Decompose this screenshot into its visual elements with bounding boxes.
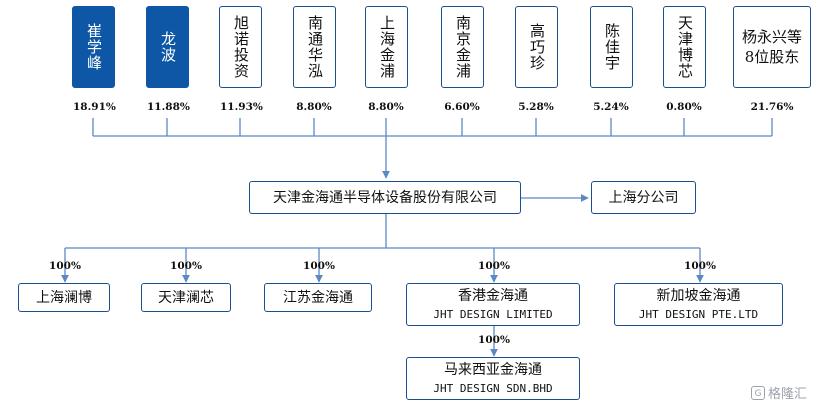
branch-box: 上海分公司 — [591, 181, 696, 214]
watermark-text: 格隆汇 — [768, 387, 808, 402]
ownership-percent: 8.80% — [368, 101, 404, 113]
shareholder-box: 上海金浦 — [365, 6, 408, 88]
ownership-percent: 5.28% — [518, 101, 554, 113]
ownership-percent: 11.88% — [147, 101, 190, 113]
shareholder-box: 南通华泓 — [293, 6, 336, 88]
shareholder-name: 天津博芯 — [676, 15, 694, 79]
shareholder-box: 崔学峰 — [72, 6, 115, 88]
ownership-percent: 21.76% — [750, 101, 794, 113]
shareholder-name: 崔学峰 — [85, 23, 103, 71]
watermark: G 格隆汇 — [751, 383, 807, 402]
subsidiary-box: 江苏金海通 — [264, 283, 372, 312]
subsidiary-name-en: JHT DESIGN LIMITED — [433, 308, 553, 321]
subsidiary-percent: 100% — [170, 260, 202, 272]
subsidiary-name: 新加坡金海通 — [656, 288, 741, 304]
subsidiary-percent: 100% — [478, 260, 510, 272]
shareholder-box: 高巧珍 — [515, 6, 558, 88]
subsidiary-box: 天津澜芯 — [141, 283, 231, 312]
ownership-percent: 11.93% — [220, 101, 263, 113]
shareholder-name: 陈佳宇 — [603, 23, 621, 71]
subsidiary-percent: 100% — [49, 260, 81, 272]
ownership-percent: 5.24% — [593, 101, 629, 113]
subsidiary-name: 天津澜芯 — [158, 289, 214, 306]
shareholder-name: 龙波 — [159, 31, 177, 63]
ownership-percent: 18.91% — [73, 101, 116, 113]
watermark-logo-icon: G — [751, 385, 765, 400]
subsidiary-name: 上海澜博 — [36, 289, 92, 306]
subsidiary-name: 马来西亚金海通 — [444, 362, 542, 378]
shareholder-box: 旭诺投资 — [219, 6, 262, 88]
shareholder-name-line2: 8位股东 — [744, 48, 800, 66]
company-box: 天津金海通半导体设备股份有限公司 — [249, 181, 521, 214]
shareholder-name: 上海金浦 — [378, 15, 396, 79]
shareholder-name-line1: 杨永兴等 — [741, 28, 802, 46]
shareholder-name: 南通华泓 — [306, 15, 324, 79]
subsidiary-percent: 100% — [684, 260, 716, 272]
ownership-percent: 6.60% — [444, 101, 480, 113]
ownership-percent: 0.80% — [666, 101, 702, 113]
shareholder-name: 南京金浦 — [454, 15, 472, 79]
branch-name: 上海分公司 — [608, 189, 679, 206]
subsidiary-name-en: JHT DESIGN PTE.LTD — [638, 308, 759, 321]
sub-subsidiary-box: 马来西亚金海通 JHT DESIGN SDN.BHD — [406, 357, 580, 400]
subsidiary-name: 江苏金海通 — [283, 289, 353, 306]
subsidiary-box: 新加坡金海通 JHT DESIGN PTE.LTD — [614, 283, 783, 326]
shareholder-box: 陈佳宇 — [590, 6, 633, 88]
subsidiary-box: 香港金海通 JHT DESIGN LIMITED — [406, 283, 580, 326]
shareholder-name: 高巧珍 — [528, 23, 546, 71]
ownership-percent: 8.80% — [296, 101, 332, 113]
shareholder-box: 杨永兴等 8位股东 — [733, 6, 811, 88]
subsidiary-name-en: JHT DESIGN SDN.BHD — [433, 382, 553, 395]
shareholder-name: 旭诺投资 — [232, 15, 250, 79]
company-name: 天津金海通半导体设备股份有限公司 — [273, 189, 497, 206]
shareholder-box: 南京金浦 — [441, 6, 484, 88]
shareholder-box: 天津博芯 — [663, 6, 706, 88]
subsidiary-percent: 100% — [478, 334, 510, 346]
subsidiary-box: 上海澜博 — [18, 283, 110, 312]
shareholder-box: 龙波 — [146, 6, 189, 88]
subsidiary-percent: 100% — [303, 260, 335, 272]
subsidiary-name: 香港金海通 — [458, 288, 528, 304]
